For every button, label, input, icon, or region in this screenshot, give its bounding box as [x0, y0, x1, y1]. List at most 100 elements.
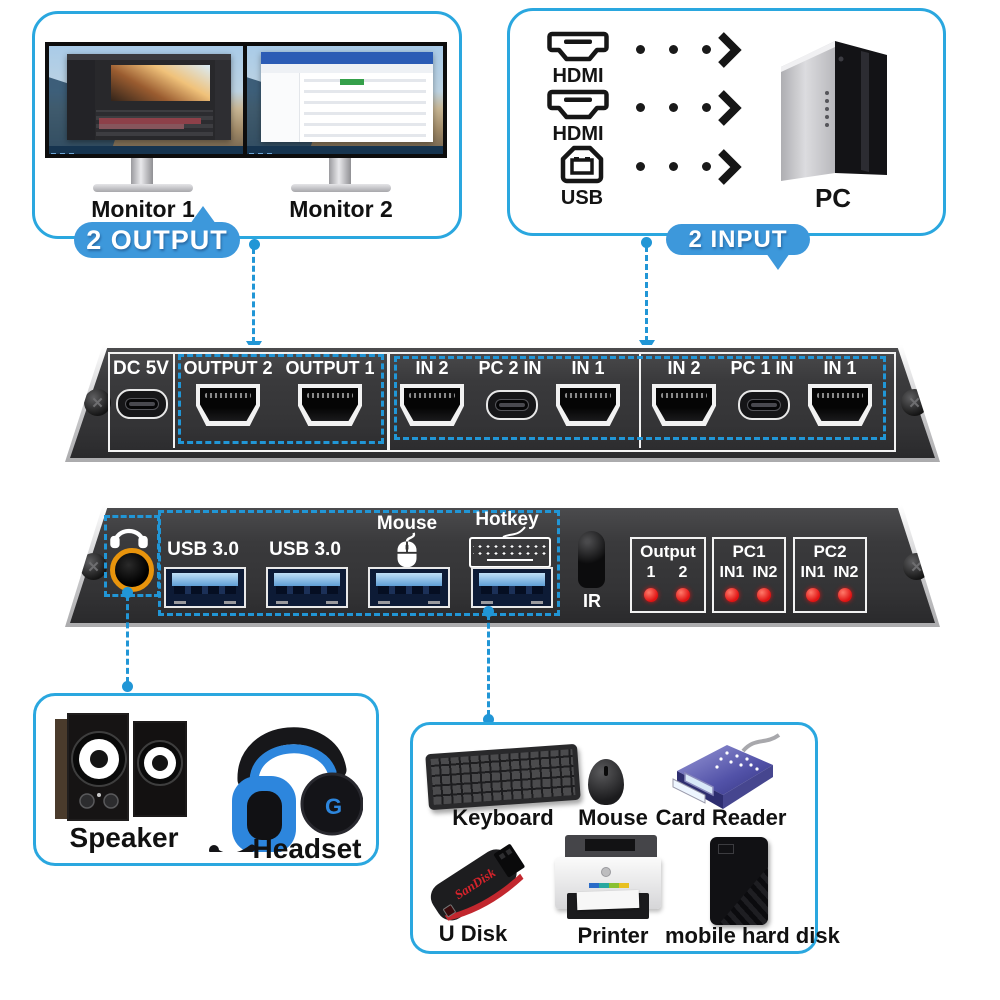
timeline [96, 109, 214, 136]
pc2-in1-label: IN 1 [571, 358, 605, 378]
arrow-chevron [718, 90, 742, 126]
monitor-1-stand [131, 158, 153, 185]
usbc-pc2-port [486, 390, 538, 420]
output-ports-group [178, 354, 384, 444]
card-reader-image [672, 733, 781, 809]
output-connector-line [252, 248, 255, 343]
monitor-2 [243, 42, 447, 158]
monitor-1-screen [49, 46, 245, 154]
monitor-1 [45, 42, 249, 158]
mouse-usb-port [368, 567, 450, 608]
card-reader-label: Card Reader [655, 805, 787, 830]
pc1-in1-label: IN 1 [823, 358, 857, 378]
usb-devices-connector-line [487, 614, 490, 716]
hdmi-icon [547, 31, 609, 62]
usb-label: USB [560, 187, 604, 209]
monitor-2-label: Monitor 2 [289, 196, 393, 222]
taskbar [49, 146, 245, 154]
keyboard-image [425, 743, 581, 811]
inputs-box [388, 352, 896, 452]
usb-devices-frame: Keyboard Mouse Card Reader [410, 722, 840, 954]
pc-tower [781, 41, 887, 181]
inputs-dashed-group [394, 356, 886, 440]
headset-image: G [209, 727, 363, 852]
hdmi-pc2-in1-port [556, 384, 620, 426]
video-preview [111, 64, 210, 102]
hdmi-output1-port [298, 384, 362, 426]
mouse-image [588, 759, 624, 805]
ir-receiver [578, 531, 605, 588]
hdd-label: mobile hard disk [665, 923, 840, 948]
arrow-chevron [718, 149, 742, 185]
audio-jack-port [110, 548, 154, 592]
mouse-port-label: Mouse [376, 513, 438, 534]
dc-usbc-port [116, 389, 168, 419]
taskbar [247, 146, 443, 154]
output-badge: 2 OUTPUT [74, 222, 240, 258]
led-group-pc2: PC2 IN1 IN2 [793, 537, 867, 613]
led-pc2-in1 [806, 588, 820, 602]
monitor-2-stand [329, 158, 351, 185]
hotkey-usb-port [471, 567, 553, 608]
kvm-back-panel: DC 5V OUTPUT 2 OUTPUT 1 IN 2 PC 2 IN IN … [65, 345, 940, 462]
screw [84, 389, 111, 416]
led-pc2-in2 [838, 588, 852, 602]
usb1-label: USB 3.0 [167, 539, 239, 560]
monitor-1-label: Monitor 1 [91, 196, 195, 222]
audio-devices-frame: Speaker G Headset [33, 693, 379, 866]
led-group-pc1: PC1 IN1 IN2 [712, 537, 786, 613]
ir-label: IR [583, 591, 601, 611]
screw [80, 553, 107, 580]
pc1-in2-label: IN 2 [667, 358, 701, 378]
usb-ports-group [158, 510, 560, 616]
led-output-2 [676, 588, 690, 602]
speaker-image [55, 713, 187, 821]
led-output-1 [644, 588, 658, 602]
headphone-icon [110, 528, 148, 549]
input-badge: 2 INPUT [666, 224, 810, 255]
printer-label: Printer [577, 923, 649, 948]
input-badge-tail [766, 253, 790, 270]
screw [903, 553, 930, 580]
hdmi-pc1-in1-port [808, 384, 872, 426]
output-section-frame: Monitor 1 Monitor 2 [32, 11, 462, 239]
pc2-usb-label: PC 2 IN [478, 358, 542, 378]
dc-label: DC 5V [113, 358, 169, 379]
web-app-window [260, 52, 434, 143]
video-editor-window [66, 53, 232, 140]
monitor-2-screen [247, 46, 443, 154]
hdmi2-label: HDMI [552, 123, 604, 145]
hotkey-pointer-line [502, 526, 526, 538]
udisk-label: U Disk [438, 921, 508, 946]
audio-connector-line [126, 595, 129, 683]
pc2-in2-label: IN 2 [415, 358, 449, 378]
output1-label: OUTPUT 1 [285, 358, 375, 378]
usb3-port-2 [266, 567, 348, 608]
hdmi-pc2-in2-port [400, 384, 464, 426]
hdmi-pc1-in2-port [652, 384, 716, 426]
usbc-pc1-port [738, 390, 790, 420]
led-pc1-in2 [757, 588, 771, 602]
arrow-chevron [718, 32, 742, 68]
output-badge-tail [190, 206, 216, 224]
hdmi-output2-port [196, 384, 260, 426]
mouse-icon [397, 532, 417, 568]
mouse-label: Mouse [578, 805, 648, 830]
led-group-output: Output 1 2 [630, 537, 706, 613]
hdd-image [710, 837, 768, 925]
hdmi-icon [547, 89, 609, 120]
screw [901, 389, 928, 416]
usb2-label: USB 3.0 [269, 539, 341, 560]
headset-label: Headset [252, 833, 362, 864]
speaker-label: Speaker [69, 822, 179, 853]
usb-b-icon [560, 145, 604, 184]
pc1-usb-label: PC 1 IN [730, 358, 794, 378]
keyboard-label: Keyboard [452, 805, 554, 830]
output2-label: OUTPUT 2 [183, 358, 273, 378]
input-connector-line [645, 246, 648, 342]
udisk-image: SanDisk [430, 844, 525, 921]
kvm-front-panel: USB 3.0 USB 3.0 Mouse Hotkey IR Output 1… [65, 505, 940, 627]
keyboard-icon [469, 537, 551, 568]
input-section-frame: HDMI HDMI USB [507, 8, 946, 236]
